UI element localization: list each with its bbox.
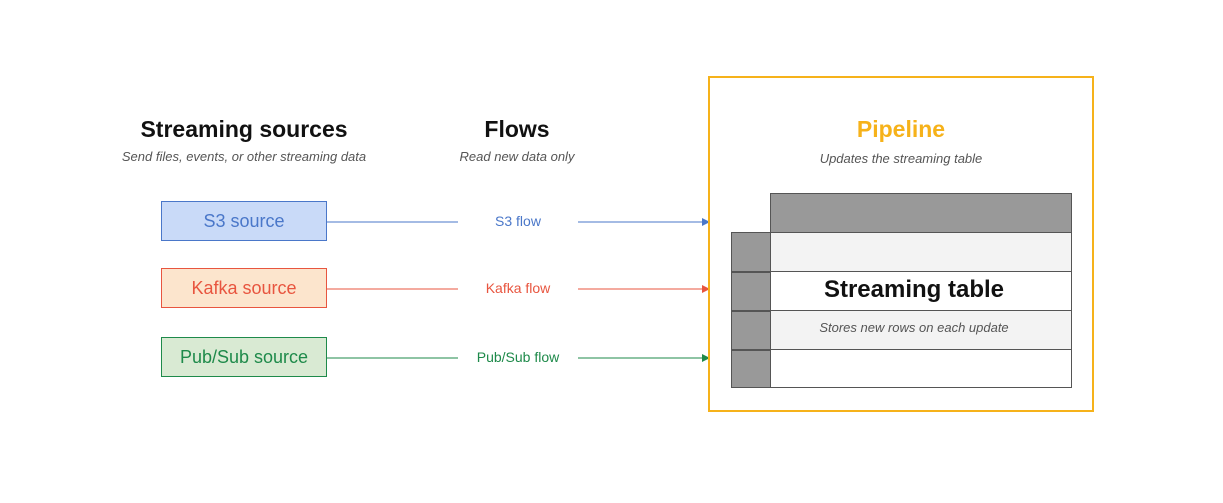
sources-subheading: Send files, events, or other streaming d…	[121, 149, 367, 164]
kafka-source-box: Kafka source	[161, 268, 327, 308]
pipeline-subtitle: Updates the streaming table	[819, 151, 983, 166]
table-index-divider	[731, 349, 771, 351]
table-header-bar	[770, 193, 1072, 233]
streaming-table-label: Streaming table	[823, 276, 1005, 303]
table-row	[770, 232, 1072, 272]
table-row	[770, 349, 1072, 388]
flows-heading: Flows	[484, 116, 550, 142]
s3-flow-label: S3 flow	[458, 213, 578, 229]
flows-subheading: Read new data only	[459, 149, 575, 164]
kafka-flow-label: Kafka flow	[458, 280, 578, 296]
pubsub-flow-label: Pub/Sub flow	[458, 349, 578, 365]
streaming-table-description: Stores new rows on each update	[819, 320, 1009, 335]
pubsub-source-box: Pub/Sub source	[161, 337, 327, 377]
sources-heading: Streaming sources	[140, 116, 348, 142]
table-index-divider	[731, 310, 771, 312]
s3-source-box: S3 source	[161, 201, 327, 241]
table-index-divider	[731, 271, 771, 273]
pipeline-frame	[708, 76, 1094, 412]
pipeline-title: Pipeline	[856, 116, 946, 142]
